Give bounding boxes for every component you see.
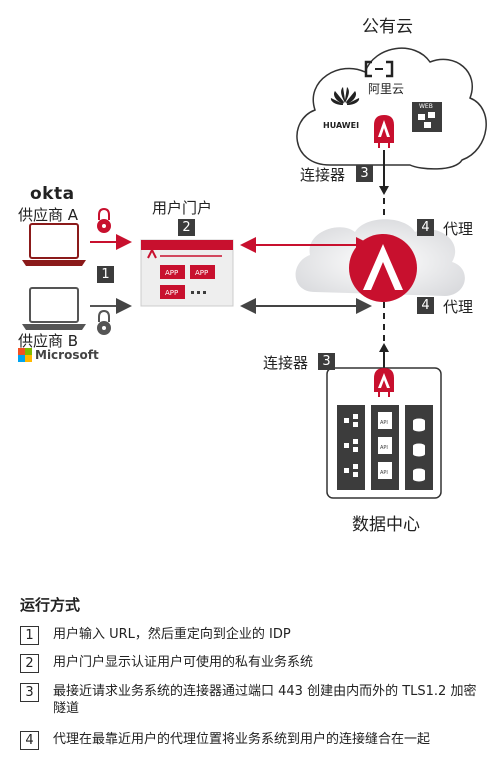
api-label-1: API <box>380 420 388 426</box>
provider-b-label: 供应商 B <box>18 332 79 350</box>
web-server-icon <box>412 102 442 132</box>
dc-connector-icon <box>374 368 394 397</box>
network-icons <box>344 414 358 477</box>
app-label-1: APP <box>165 269 178 277</box>
portal-app-labels: APP APP APP <box>165 269 208 297</box>
legend-text-4: 代理在最靠近用户的代理位置将业务系统到用户的连接缝合在一起 <box>53 732 431 747</box>
lock-red-icon <box>97 207 111 233</box>
microsoft-label: Microsoft <box>35 348 99 362</box>
legend-step-4: 4 代理在最靠近用户的代理位置将业务系统到用户的连接缝合在一起 <box>20 731 490 750</box>
badge-2: 2 <box>178 219 195 236</box>
legend-badge-3: 3 <box>20 683 39 702</box>
okta-logo: okta <box>30 184 75 204</box>
legend-text-1: 用户输入 URL，然后重定向到企业的 IDP <box>53 627 291 642</box>
aliyun-logo-icon <box>364 60 394 78</box>
app-label-2: APP <box>195 269 208 277</box>
legend-step-2: 2 用户门户显示认证用户可使用的私有业务系统 <box>20 654 490 673</box>
public-cloud-label: 公有云 <box>362 17 413 37</box>
legend-title: 运行方式 <box>20 596 81 614</box>
laptop-b-icon <box>22 287 86 330</box>
user-portal-window <box>140 239 234 307</box>
legend-badge-1: 1 <box>20 626 39 645</box>
badge-4-top: 4 <box>417 219 434 236</box>
provider-a-label: 供应商 A <box>18 206 79 224</box>
proxy-bottom-label: 代理 <box>443 298 474 316</box>
app-label-3: APP <box>165 289 178 297</box>
laptop-a-icon <box>22 223 86 266</box>
microsoft-grid-icon <box>18 348 32 362</box>
microsoft-logo: Microsoft <box>18 348 99 362</box>
connector-bottom-label: 连接器 <box>263 354 309 372</box>
huawei-logo-icon <box>330 87 360 105</box>
api-label-2: API <box>380 445 388 451</box>
connector-bottom-arrowhead <box>379 343 389 352</box>
api-doc-icons <box>378 412 392 479</box>
legend-step-1: 1 用户输入 URL，然后重定向到企业的 IDP <box>20 626 490 645</box>
legend-badge-2: 2 <box>20 654 39 673</box>
public-cloud-shape <box>296 47 487 170</box>
huawei-label: HUAWEI <box>323 121 360 130</box>
cloud-connector-icon <box>374 115 394 148</box>
badge-4-bottom: 4 <box>417 297 434 314</box>
badge-3-bottom: 3 <box>318 353 335 370</box>
legend-badge-4: 4 <box>20 731 39 750</box>
database-icons <box>413 418 425 482</box>
badge-3-top: 3 <box>356 165 373 182</box>
user-portal-label: 用户门户 <box>152 199 213 217</box>
badge-1: 1 <box>97 266 114 283</box>
data-center-label: 数据中心 <box>352 515 420 535</box>
proxy-top-label: 代理 <box>443 220 474 238</box>
legend-text-2: 用户门户显示认证用户可使用的私有业务系统 <box>53 655 314 670</box>
legend-step-3: 3 最接近请求业务系统的连接器通过端口 443 创建由内而外的 TLS1.2 加… <box>20 683 490 717</box>
legend-text-3: 最接近请求业务系统的连接器通过端口 443 创建由内而外的 TLS1.2 加密隧… <box>53 684 477 716</box>
api-doc-labels: API API API <box>380 420 388 476</box>
architecture-diagram: API API API <box>22 47 487 499</box>
aliyun-label: 阿里云 <box>368 82 405 96</box>
lock-gray-icon <box>97 309 111 335</box>
web-label: WEB <box>419 103 433 110</box>
connector-top-label: 连接器 <box>300 166 346 184</box>
api-label-3: API <box>380 470 388 476</box>
connector-top-arrowhead <box>379 186 389 195</box>
